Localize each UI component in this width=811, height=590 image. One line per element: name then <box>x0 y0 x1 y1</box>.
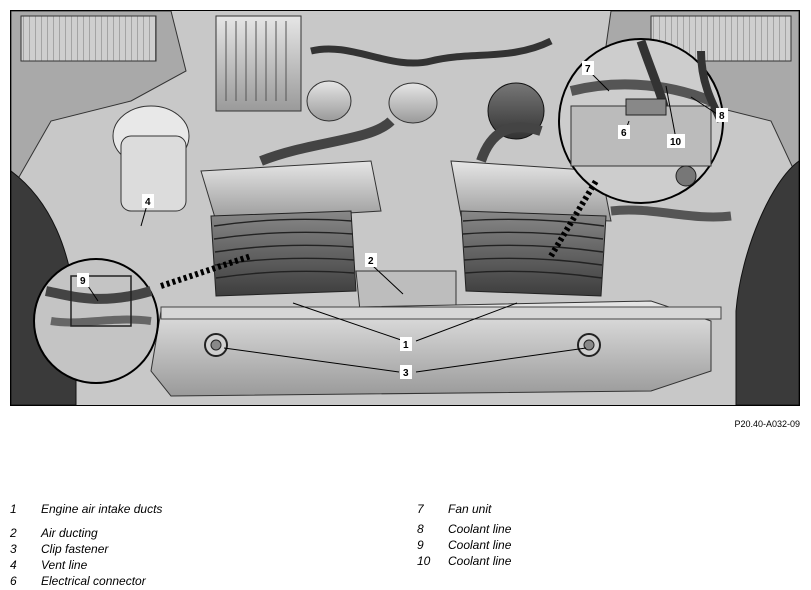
engine-air-intake-duct-right <box>460 210 607 297</box>
legend-text: Air ducting <box>41 526 98 540</box>
legend-text: Engine air intake ducts <box>41 502 163 516</box>
engine-compartment-illustration: 1 2 3 4 6 7 8 9 10 <box>10 10 800 406</box>
legend-number: 4 <box>10 558 17 572</box>
callout-9: 9 <box>80 276 86 287</box>
callout-4: 4 <box>145 197 151 208</box>
legend-number: 2 <box>10 526 17 540</box>
legend-text: Electrical connector <box>41 574 146 588</box>
left-radiator-grill <box>20 15 157 62</box>
callout-7: 7 <box>585 64 591 75</box>
callout-6: 6 <box>621 128 627 139</box>
legend-text: Clip fastener <box>41 542 109 556</box>
callout-2: 2 <box>368 256 374 267</box>
legend-column-right: 7 Fan unit 8 Coolant line 9 Coolant line… <box>417 502 511 570</box>
legend-number: 1 <box>10 502 17 516</box>
figure-reference-code: P20.40-A032-09 <box>734 419 800 429</box>
legend-number: 7 <box>417 502 424 516</box>
legend-column-left: 1 Engine air intake ducts 2 Air ducting … <box>10 502 162 590</box>
legend-text: Coolant line <box>448 522 512 536</box>
legend-text: Vent line <box>41 558 88 572</box>
detail-inset-right <box>558 38 725 204</box>
detail-inset-left <box>33 258 159 384</box>
callout-10: 10 <box>670 137 682 148</box>
legend: 1 Engine air intake ducts 2 Air ducting … <box>0 502 811 589</box>
control-unit <box>215 15 302 112</box>
front-crossmember <box>150 300 712 397</box>
legend-item: 6 Electrical connector <box>10 574 162 590</box>
callout-labels: 1 2 3 4 6 7 8 9 10 <box>77 61 728 379</box>
legend-number: 9 <box>417 538 424 552</box>
legend-text: Fan unit <box>448 502 492 516</box>
engine-air-intake-duct-left <box>210 210 357 297</box>
legend-item: 1 Engine air intake ducts <box>10 502 162 526</box>
legend-number: 6 <box>10 574 17 588</box>
callout-8: 8 <box>719 111 725 122</box>
engine-drawing: 1 2 3 4 6 7 8 9 10 <box>11 11 799 405</box>
legend-item: 10 Coolant line <box>417 554 511 570</box>
callout-3: 3 <box>403 368 409 379</box>
legend-item: 7 Fan unit <box>417 502 511 522</box>
legend-number: 10 <box>417 554 431 568</box>
legend-number: 8 <box>417 522 424 536</box>
legend-text: Coolant line <box>448 538 512 552</box>
legend-item: 4 Vent line <box>10 558 162 574</box>
legend-item: 3 Clip fastener <box>10 542 162 558</box>
legend-item: 8 Coolant line <box>417 522 511 538</box>
legend-text: Coolant line <box>448 554 512 568</box>
legend-number: 3 <box>10 542 17 556</box>
callout-1: 1 <box>403 340 409 351</box>
legend-item: 9 Coolant line <box>417 538 511 554</box>
legend-item: 2 Air ducting <box>10 526 162 542</box>
electrical-connector-detail <box>625 98 667 116</box>
